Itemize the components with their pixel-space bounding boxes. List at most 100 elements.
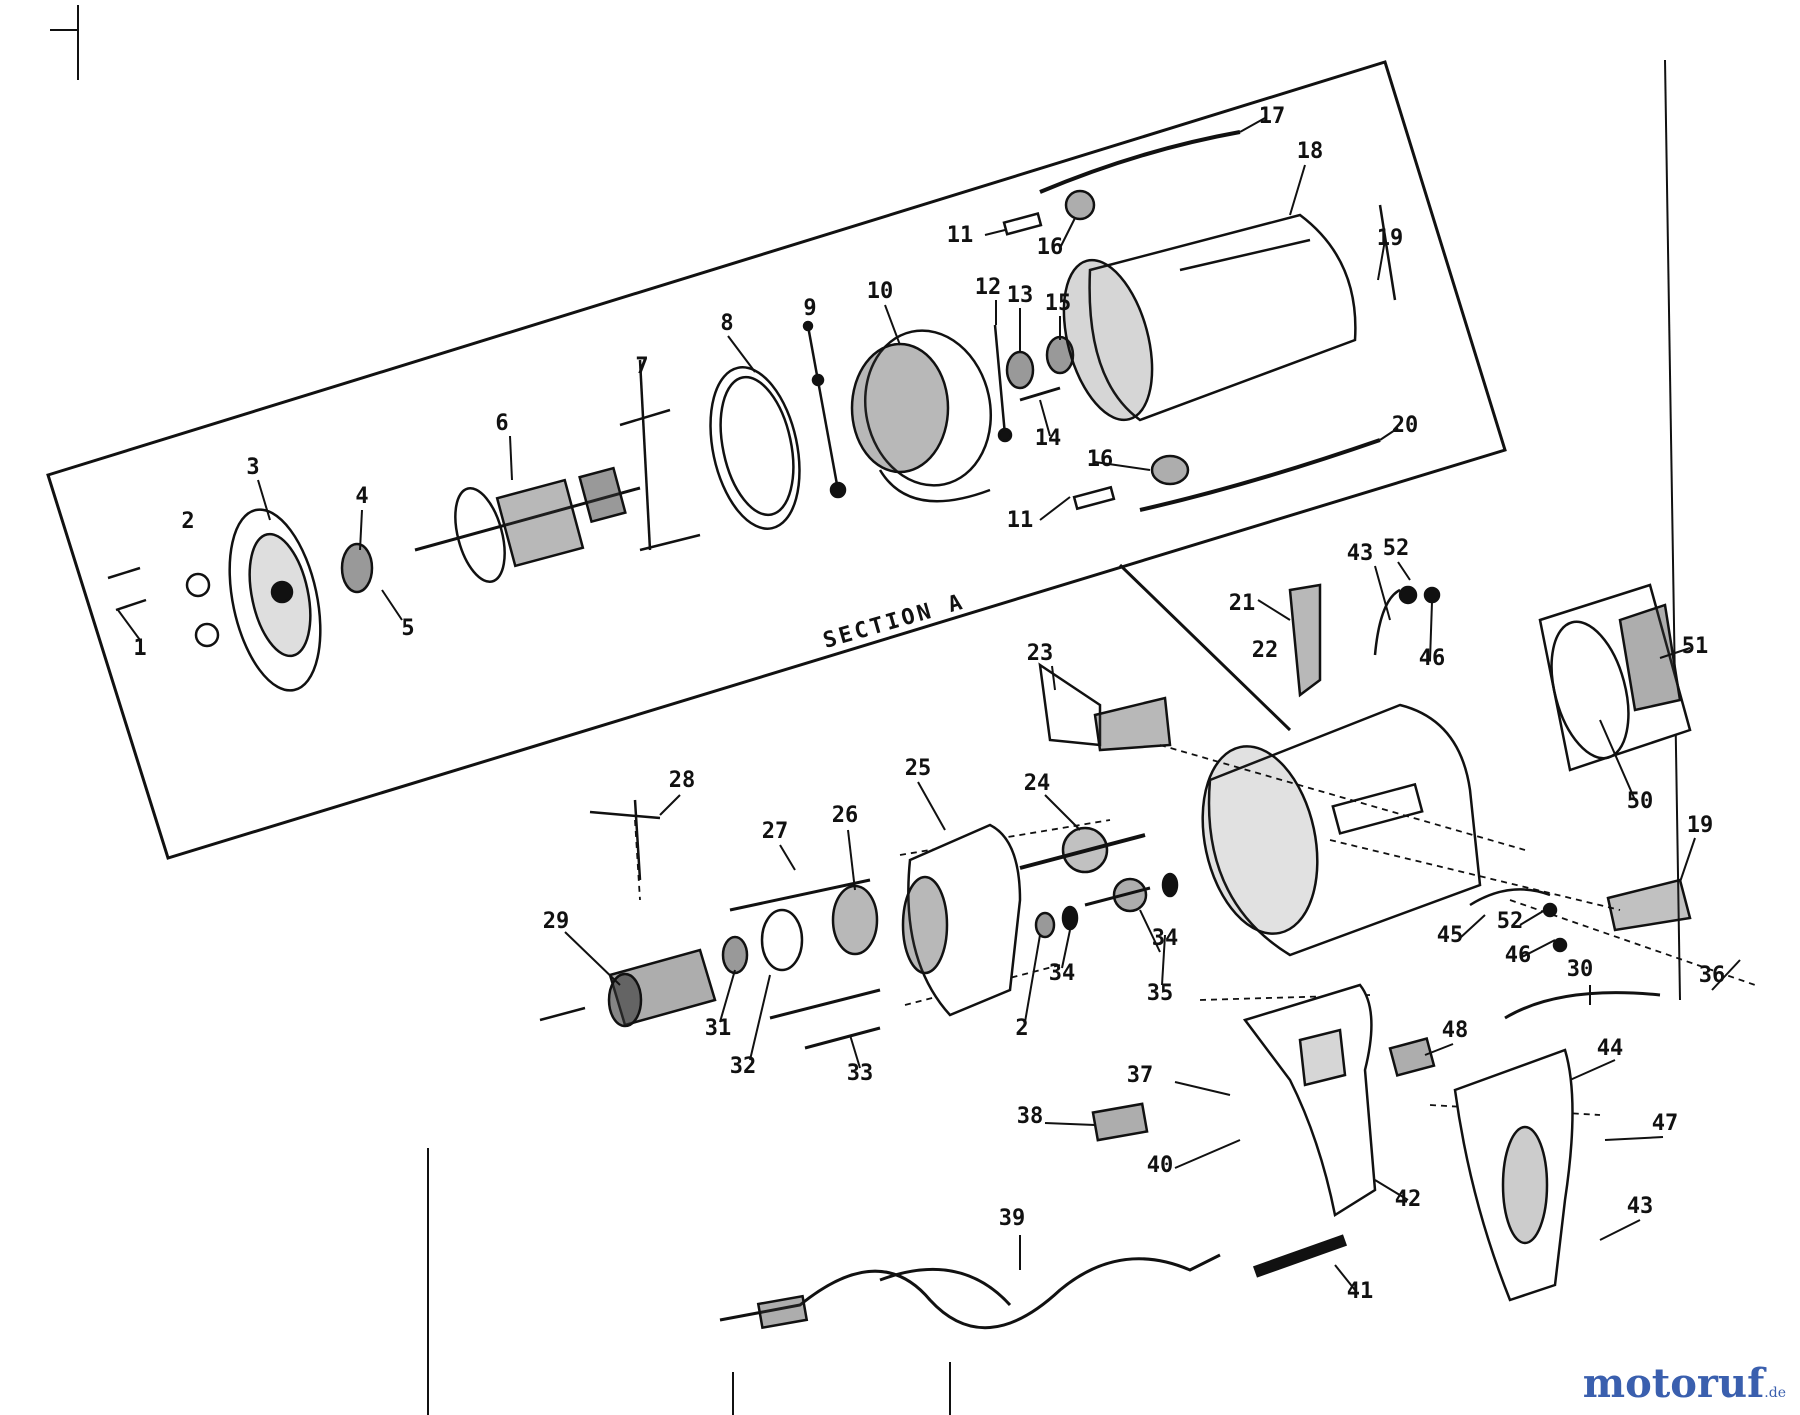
callout-number-38: 38	[1017, 1104, 1044, 1129]
callout-leader-line	[779, 844, 796, 871]
callout-number-16: 16	[1037, 235, 1064, 260]
callout-number-20: 20	[1392, 413, 1419, 438]
callout-leader-line	[1257, 599, 1291, 621]
callout-leader-line	[1059, 217, 1076, 249]
callout-leader-line	[1604, 1136, 1664, 1141]
callout-number-39: 39	[999, 1206, 1026, 1231]
callout-number-6: 6	[495, 411, 508, 436]
callout-leader-line	[1379, 427, 1399, 441]
callout-number-34: 34	[1049, 961, 1076, 986]
callout-number-1: 1	[133, 636, 146, 661]
callout-leader-line	[1044, 794, 1081, 831]
callout-number-44: 44	[1597, 1036, 1624, 1061]
callout-leader-line	[1044, 1122, 1096, 1126]
callout-leader-line	[1051, 665, 1056, 691]
callout-leader-line	[1094, 461, 1151, 471]
section-a-panel	[46, 60, 1507, 860]
callout-leader-line	[1139, 909, 1161, 953]
callout-leader-line	[509, 435, 513, 481]
callout-number-8: 8	[720, 311, 733, 336]
callout-number-11: 11	[1007, 508, 1034, 533]
callout-number-43: 43	[1347, 541, 1374, 566]
callout-number-23: 23	[1027, 641, 1054, 666]
callout-number-10: 10	[867, 279, 894, 304]
callout-leader-line	[1659, 647, 1691, 659]
section-a-parts	[107, 130, 1397, 692]
callout-leader-line	[1239, 117, 1266, 133]
callout-leader-line	[1334, 1264, 1356, 1291]
callout-leader-line	[1061, 929, 1071, 969]
callout-number-37: 37	[1127, 1063, 1154, 1088]
callout-leader-line	[749, 974, 771, 1061]
callout-number-12: 12	[975, 275, 1002, 300]
callout-number-48: 48	[1442, 1018, 1469, 1043]
callout-leader-line	[917, 781, 946, 831]
callout-leader-line	[1174, 1139, 1241, 1169]
callout-number-32: 32	[730, 1054, 757, 1079]
callout-leader-line	[257, 479, 271, 521]
callout-number-30: 30	[1567, 957, 1594, 982]
callout-leader-line	[1429, 601, 1433, 661]
watermark-text: motoruf	[1582, 1360, 1765, 1407]
callout-number-25: 25	[905, 756, 932, 781]
callout-leader-line	[1039, 399, 1051, 437]
callout-leader-line	[847, 829, 856, 891]
callout-number-51: 51	[1682, 634, 1709, 659]
callout-leader-line	[1519, 939, 1556, 959]
callout-leader-line	[359, 509, 363, 551]
callout-number-19: 19	[1687, 813, 1714, 838]
callout-number-33: 33	[847, 1061, 874, 1086]
callout-number-36: 36	[1699, 963, 1726, 988]
callout-number-2: 2	[1015, 1016, 1028, 1041]
callout-number-2: 2	[181, 509, 194, 534]
callout-number-40: 40	[1147, 1153, 1174, 1178]
callout-leader-line	[1569, 1059, 1616, 1081]
callout-leader-line	[1377, 239, 1386, 281]
callout-number-19: 19	[1377, 226, 1404, 251]
callout-leader-line	[1374, 565, 1391, 621]
watermark-logo: motoruf.de	[1583, 1360, 1786, 1407]
callout-number-22: 22	[1252, 638, 1279, 663]
callout-leader-line	[1039, 496, 1071, 521]
callout-leader-line	[1374, 1179, 1409, 1201]
callout-number-9: 9	[803, 296, 816, 321]
callout-leader-line	[719, 969, 736, 1023]
callout-number-52: 52	[1383, 536, 1410, 561]
callout-leader-line	[1459, 914, 1486, 939]
callout-number-50: 50	[1627, 789, 1654, 814]
callout-leader-line	[659, 794, 681, 816]
callout-number-5: 5	[401, 616, 414, 641]
callout-number-45: 45	[1437, 923, 1464, 948]
callout-leader-line	[381, 589, 403, 621]
callout-number-21: 21	[1229, 591, 1256, 616]
registration-marks	[50, 5, 1681, 1415]
callout-leader-line	[1599, 719, 1636, 801]
callout-leader-line	[1397, 561, 1411, 581]
callout-leader-line	[884, 304, 901, 346]
callout-number-47: 47	[1652, 1111, 1679, 1136]
callout-number-27: 27	[762, 819, 789, 844]
callout-number-18: 18	[1297, 139, 1324, 164]
watermark-suffix: .de	[1764, 1385, 1786, 1401]
callout-number-46: 46	[1505, 943, 1532, 968]
callout-number-17: 17	[1259, 104, 1286, 129]
callout-leader-line	[117, 609, 141, 641]
callout-leader-line	[564, 931, 621, 986]
callout-leader-line	[849, 1034, 861, 1069]
callout-leader-line	[1711, 959, 1741, 991]
callout-number-43: 43	[1627, 1194, 1654, 1219]
callout-leader-line	[1289, 164, 1306, 216]
callout-leader-line	[1519, 909, 1546, 926]
callout-number-41: 41	[1347, 1279, 1374, 1304]
callout-leader-line	[1174, 1081, 1231, 1096]
callout-number-31: 31	[705, 1016, 732, 1041]
callout-number-35: 35	[1147, 981, 1174, 1006]
callout-number-46: 46	[1419, 646, 1446, 671]
callout-number-3: 3	[246, 455, 259, 480]
callout-number-29: 29	[543, 909, 570, 934]
callout-number-26: 26	[832, 803, 859, 828]
callout-number-7: 7	[635, 354, 648, 379]
callout-leader-line	[1024, 934, 1041, 1023]
